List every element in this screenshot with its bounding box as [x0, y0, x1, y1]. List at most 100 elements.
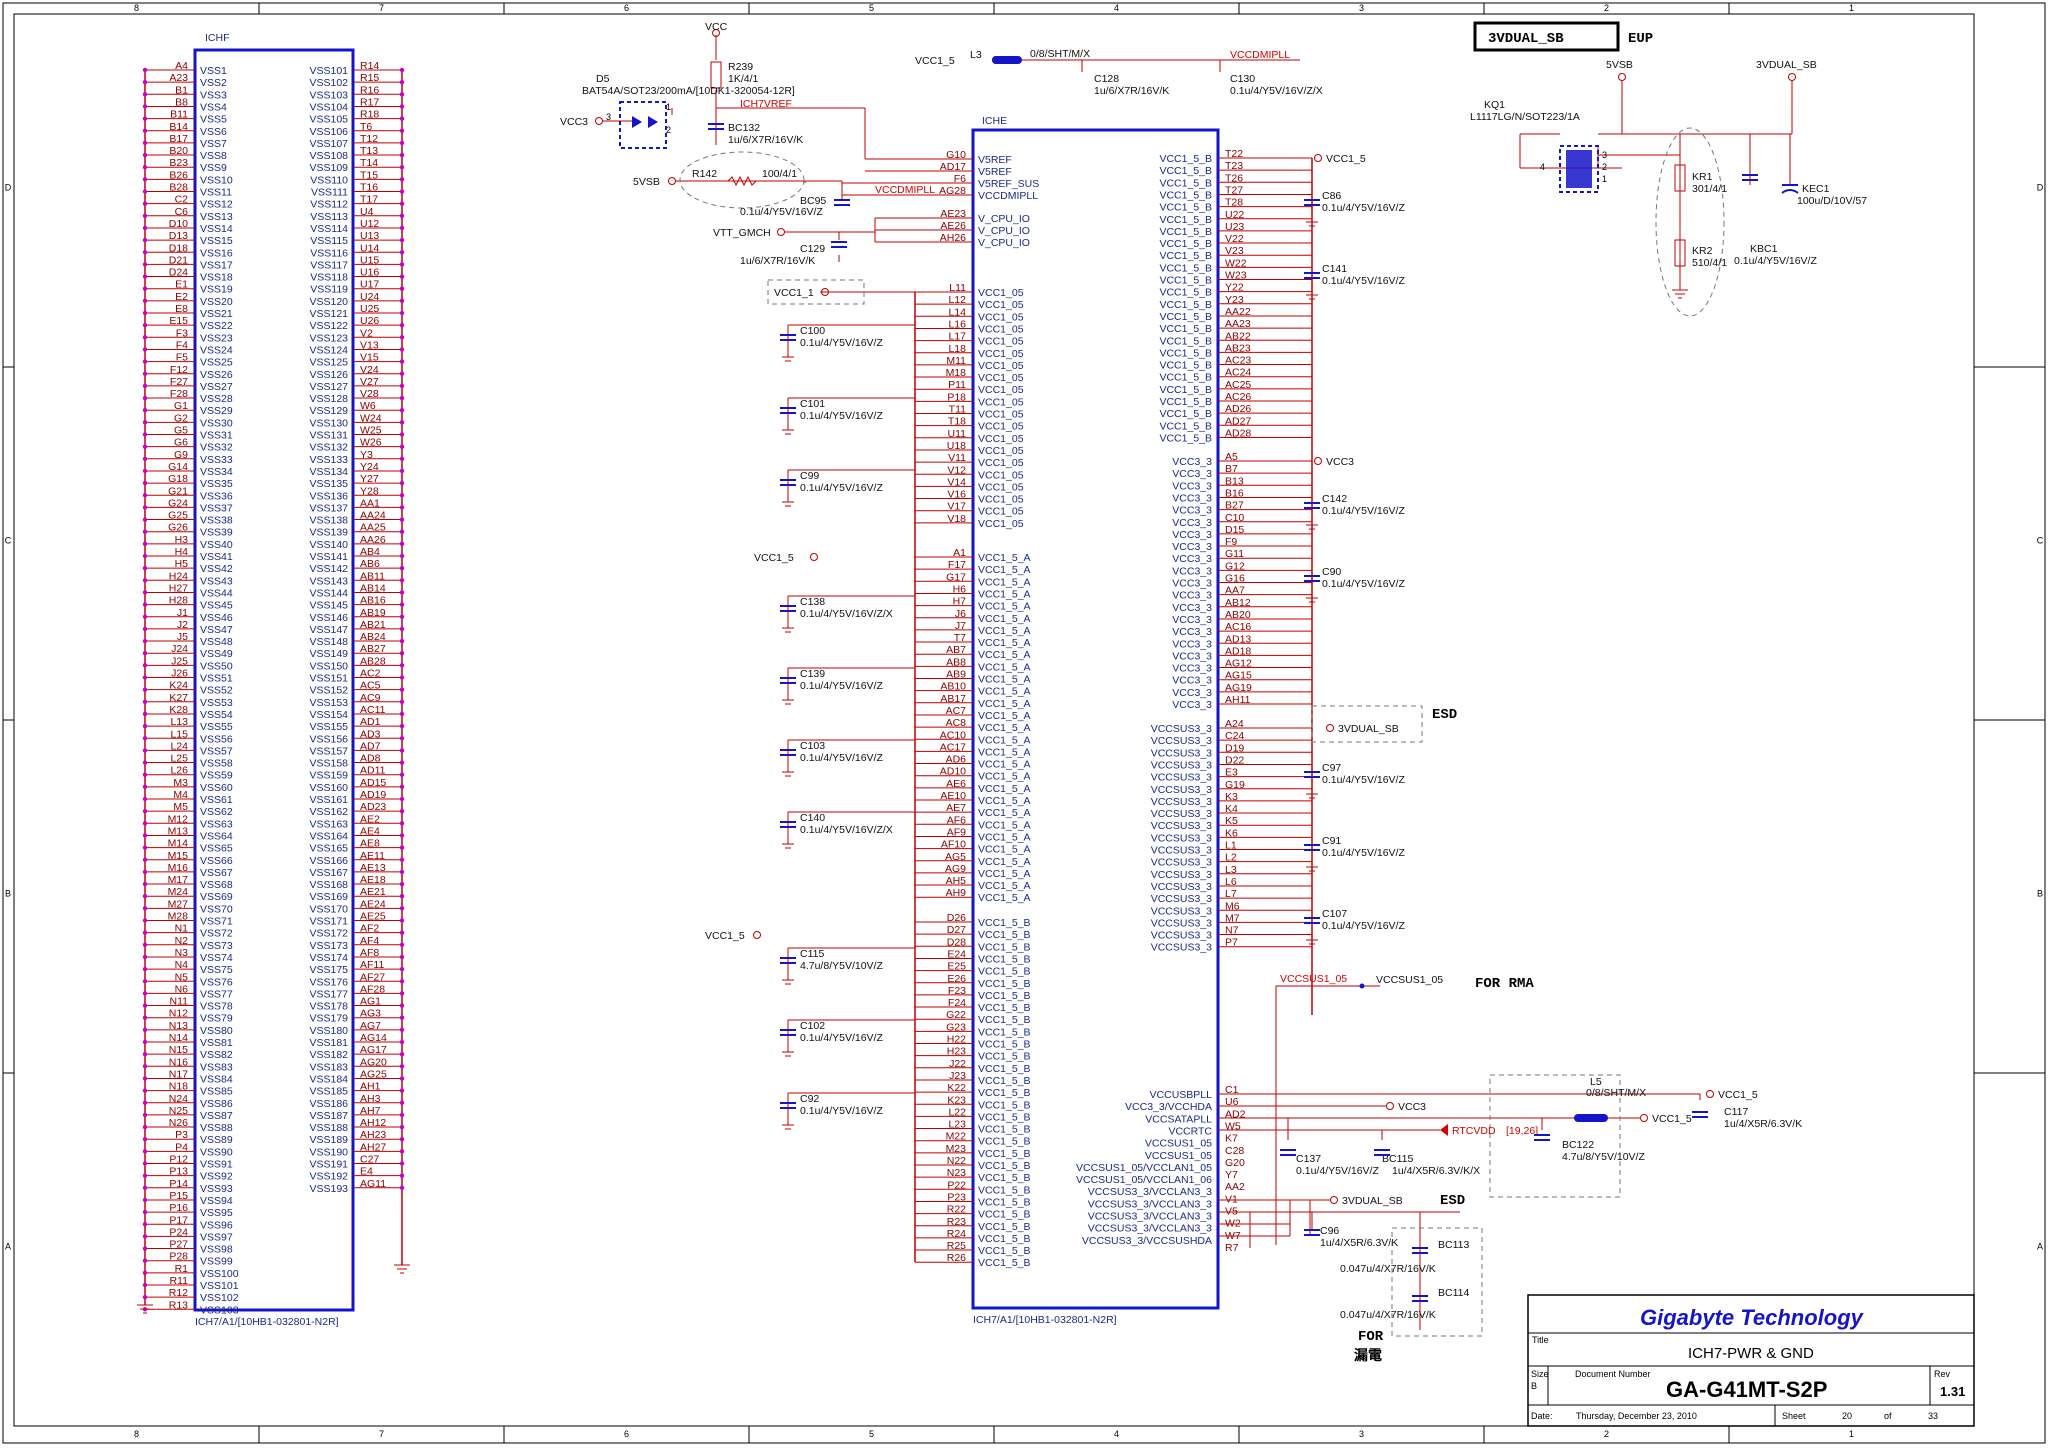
ichf-left-pin-name: VSS61 [200, 794, 233, 806]
ichf-right-pin-name: VSS118 [310, 272, 348, 284]
ichf-right-pin-num: AG1 [360, 996, 381, 1008]
ichf-left-pin-name: VSS91 [200, 1159, 233, 1171]
iche-left-pin-num: AD17 [940, 161, 966, 173]
ichf-right-pin-name: VSS166 [309, 855, 348, 867]
bc132-val: 1u/6/X7R/16V/K [728, 134, 803, 146]
ichf-left-pin-name: VSS57 [200, 745, 233, 757]
iche-left-pin-num: AE26 [940, 220, 966, 232]
iche-left-pin-num: U11 [948, 428, 967, 440]
iche-right-pin-num: K5 [1225, 815, 1238, 827]
ichf-right-pin-name: VSS141 [309, 551, 348, 563]
ichf-left-junction-icon [142, 444, 148, 449]
iche-left-pin-name: V5REF [978, 154, 1012, 166]
iche-left-pin-name: VCC1_5_B [978, 1087, 1031, 1099]
ichf-right-pin-num: U16 [360, 267, 379, 279]
ichf-right-pin-num: V28 [360, 388, 379, 400]
ichf-left-pin-num: G9 [174, 449, 188, 461]
ichf-right-junction-icon [399, 165, 405, 170]
right-cap-ref: C141 [1322, 263, 1347, 275]
ichf-left-pin-num: D10 [169, 218, 188, 230]
iche-right-pin-num: G11 [1225, 548, 1244, 560]
ichf-left-pin-name: VSS35 [200, 478, 233, 490]
ichf-right-junction-icon [399, 274, 405, 279]
iche-left-pin-name: VCC1_05 [978, 421, 1024, 433]
ichf-right-pin-num: AF28 [360, 983, 385, 995]
ichf-right-junction-icon [399, 383, 405, 389]
left-cap-val: 0.1u/4/Y5V/16V/Z/X [800, 608, 893, 620]
ichf-right-pin-name: VSS162 [309, 806, 348, 818]
ichf-left-junction-icon [142, 456, 148, 461]
ichf-right-junction-icon [399, 286, 405, 291]
iche-right-pin-name: VCC1_5_B [1159, 153, 1212, 165]
ichf-left-pin-name: VSS1 [200, 65, 227, 77]
iche-left-pin-name: VCC1_5_A [978, 783, 1031, 795]
ichf-left-pin-num: G21 [168, 485, 188, 497]
ichf-right-pin-num: AF8 [360, 947, 379, 959]
ichf-left-pin-num: B11 [170, 109, 188, 121]
iche-left-pin-num: AC17 [940, 741, 966, 753]
ichf-right-pin-name: VSS178 [309, 1001, 348, 1013]
iche-right-pin-num: AB23 [1225, 342, 1251, 354]
ichf-left-pin-name: VSS7 [200, 138, 227, 150]
ichf-right-pin-name: VSS132 [309, 442, 348, 454]
iche-left-pin-num: F17 [948, 559, 966, 571]
ichf-right-pin-num: U12 [360, 218, 379, 230]
iche-left-pin-num: AH26 [940, 232, 966, 244]
iche-left-pin-name: VCC1_5_A [978, 661, 1031, 673]
iche-right-pin-num: N7 [1225, 925, 1239, 937]
ichf-right-pin-name: VSS154 [309, 709, 348, 721]
ichf-left-pin-name: VSS65 [200, 843, 233, 855]
ichf-left-pin-num: M12 [168, 813, 189, 825]
iche-left-pin-name: VCC1_05 [978, 409, 1024, 421]
vcc1-5-a-port-icon [810, 553, 818, 561]
iche-left-pin-name: VCC1_5_A [978, 674, 1031, 686]
ichf-left-pin-name: VSS45 [200, 600, 233, 612]
iche-right-pin-num: Y22 [1225, 282, 1244, 294]
ichf-right-junction-icon [399, 1027, 405, 1033]
ichf-right-pin-name: VSS119 [310, 284, 348, 296]
iche-right-pin-name: VCC3_3/VCCHDA [1125, 1101, 1212, 1113]
iche-right-pin-num: AD26 [1225, 403, 1251, 415]
ichf-left-junction-icon [142, 711, 148, 717]
ichf-left-pin-num: P3 [175, 1129, 188, 1141]
ichf-right-junction-icon [399, 845, 405, 850]
iche-right-pin-name: VCC3_3 [1172, 480, 1212, 492]
ichf-left-pin-name: VSS80 [200, 1025, 233, 1037]
ichf-left-junction-icon [142, 1161, 148, 1166]
ichf-left-pin-num: P28 [169, 1251, 188, 1263]
right-cap-ref: C97 [1322, 762, 1341, 774]
iche-right-pin-num: AD13 [1225, 633, 1251, 645]
ichf-right-pin-name: VSS134 [309, 466, 348, 478]
iche-left-pin-num: AG9 [945, 863, 966, 875]
right-cap-ref: C90 [1322, 566, 1341, 578]
kr2-resistor [1674, 239, 1686, 267]
iche-left-pin-name: VCC1_5_B [978, 1014, 1031, 1026]
bc122-val: 4.7u/8/Y5V/10V/Z [1562, 1151, 1645, 1163]
ichf-right-pin-num: AG25 [360, 1068, 387, 1080]
zone-row-left: A [5, 1242, 11, 1252]
ichf-right-pin-num: AE25 [360, 911, 386, 923]
iche-left-pin-name: VCC1_5_B [978, 1245, 1031, 1257]
ichf-right-pin-num: AE2 [360, 813, 380, 825]
ichf-left-junction-icon [142, 286, 148, 291]
d5-diode-icon [632, 116, 658, 128]
iche-left-pin-name: VCC1_05 [978, 311, 1024, 323]
size-label: Size [1531, 1369, 1549, 1379]
iche-left-pin-name: VCC1_5_B [978, 1209, 1031, 1221]
left-cap-ref: C103 [800, 740, 825, 752]
ichf-right-pin-name: VSS191 [309, 1159, 348, 1171]
iche-left-pin-num: V12 [947, 464, 966, 476]
ichf-left-pin-name: VSS76 [200, 976, 233, 988]
ichf-right-pin-name: VSS189 [309, 1134, 348, 1146]
ichf-left-pin-num: N13 [169, 1020, 188, 1032]
left-decoupling-caps: C1000.1u/4/Y5V/16V/ZC1010.1u/4/Y5V/16V/Z… [780, 324, 915, 1130]
ichf-right-pin-num: AA1 [360, 497, 380, 509]
ichf-left-junction-icon [142, 1209, 148, 1215]
ichf-right-pin-num: U17 [360, 279, 379, 291]
iche-right-pin-name: VCC3_3 [1172, 687, 1212, 699]
left-cap-ref: C138 [800, 596, 825, 608]
ichf-right-pin-num: AD8 [360, 753, 381, 765]
ichf-right-junction-icon [399, 602, 405, 607]
iche-left-pin-num: R23 [947, 1216, 966, 1228]
ichf-left-junction-icon [142, 857, 148, 862]
